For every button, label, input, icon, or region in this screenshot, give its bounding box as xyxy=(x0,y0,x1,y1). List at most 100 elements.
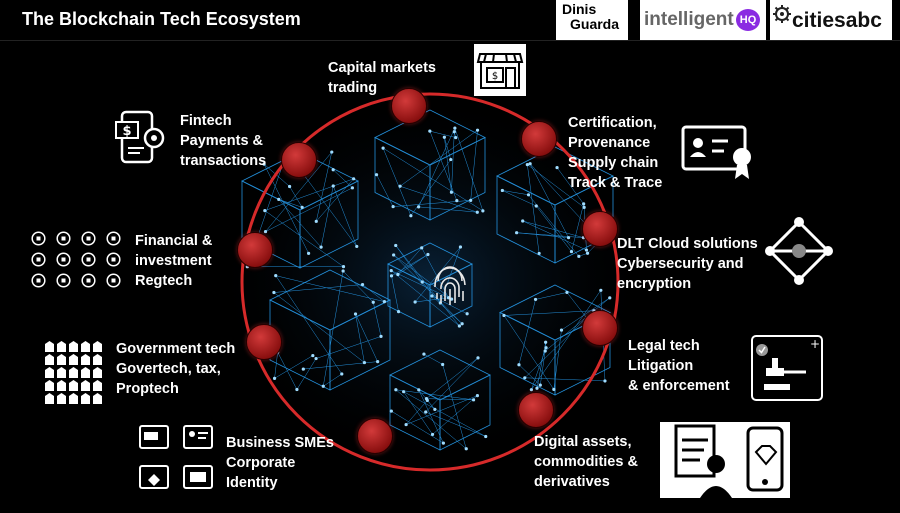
mini-building-icon xyxy=(69,344,78,352)
dinis-guarda-logo[interactable]: Dinis Guarda xyxy=(556,0,628,40)
mini-finance-icon-core xyxy=(111,236,116,241)
mini-building-roof xyxy=(81,367,90,370)
network-node-dot xyxy=(528,162,532,166)
network-link xyxy=(274,355,313,379)
node-legal-tech[interactable] xyxy=(582,310,618,346)
network-node-dot xyxy=(300,205,304,209)
network-link xyxy=(503,315,555,390)
intelligenthq-logo[interactable]: intelligent HQ xyxy=(640,0,766,40)
mini-finance-icon xyxy=(106,273,121,288)
node-dlt-cloud[interactable] xyxy=(582,211,618,247)
network-node-dot xyxy=(502,313,506,318)
network-link xyxy=(423,353,443,365)
network-link xyxy=(527,164,585,208)
network-link xyxy=(556,167,584,205)
network-link xyxy=(444,137,452,193)
network-link xyxy=(571,203,584,252)
mini-building-roof xyxy=(93,393,102,396)
network-node-dot xyxy=(442,135,446,139)
network-link xyxy=(415,297,449,303)
network-link xyxy=(274,352,278,379)
network-link xyxy=(451,131,455,193)
network-node-dot xyxy=(559,328,564,332)
network-link xyxy=(395,245,423,283)
network-node-dot xyxy=(428,129,432,133)
network-link xyxy=(395,389,474,401)
mini-building-icon xyxy=(57,357,66,365)
certificate-icon xyxy=(681,125,751,179)
network-node-dot xyxy=(476,356,480,360)
network-node-dot xyxy=(537,251,541,256)
mini-building-icon xyxy=(81,396,90,404)
network-node-dot xyxy=(381,146,385,150)
network-link xyxy=(403,391,486,437)
network-node-dot xyxy=(465,312,469,316)
node-fintech[interactable] xyxy=(281,142,317,178)
mini-finance-icon xyxy=(31,273,46,288)
network-node-dot xyxy=(475,393,480,398)
network-node-dot xyxy=(521,219,525,223)
network-link xyxy=(278,199,303,208)
network-node-dot xyxy=(382,300,386,304)
network-link xyxy=(432,395,478,435)
network-link xyxy=(503,310,594,316)
network-link xyxy=(315,336,382,359)
network-link xyxy=(429,130,456,138)
network-node-dot xyxy=(272,376,277,380)
network-link xyxy=(502,190,529,196)
network-node-dot xyxy=(319,245,323,249)
mini-building-roof xyxy=(93,367,102,370)
network-cube-face xyxy=(329,299,391,391)
node-certification[interactable] xyxy=(521,121,557,157)
network-node-dot xyxy=(350,186,355,190)
network-node-dot xyxy=(457,324,461,328)
mini-building-roof xyxy=(57,354,66,357)
node-government-tech[interactable] xyxy=(246,324,282,360)
network-node-dot xyxy=(535,386,539,390)
network-link xyxy=(421,247,449,298)
network-node-dot xyxy=(376,360,380,364)
network-node-dot xyxy=(425,398,429,402)
network-link xyxy=(431,295,463,324)
network-node-dot xyxy=(552,387,556,391)
network-node-dot xyxy=(454,135,458,140)
network-node-dot xyxy=(272,290,276,295)
network-node-dot xyxy=(515,231,519,235)
network-node-dot xyxy=(566,236,571,240)
network-node-dot xyxy=(544,346,548,350)
node-capital-markets[interactable] xyxy=(391,88,427,124)
node-business-smes[interactable] xyxy=(357,418,393,454)
mini-building-roof xyxy=(45,341,54,344)
node-digital-assets[interactable] xyxy=(518,392,554,428)
network-node-dot xyxy=(430,294,434,298)
network-node-dot xyxy=(331,184,335,188)
mini-building-icon xyxy=(81,344,90,352)
node-financial[interactable] xyxy=(237,232,273,268)
network-link xyxy=(395,389,467,449)
network-node-dot xyxy=(314,356,318,361)
mini-finance-icon xyxy=(31,252,46,267)
network-node-dot xyxy=(475,210,479,214)
network-link xyxy=(397,247,422,275)
network-link xyxy=(323,270,344,387)
network-link xyxy=(540,350,546,386)
mini-building-icon xyxy=(81,370,90,378)
network-link xyxy=(470,130,478,201)
network-link xyxy=(440,246,461,304)
mini-finance-icon-core xyxy=(86,278,91,283)
mini-finance-icon-core xyxy=(36,278,41,283)
mini-building-icon xyxy=(57,383,66,391)
mini-building-roof xyxy=(45,354,54,357)
citiesabc-logo[interactable]: citiesabc xyxy=(770,0,892,40)
mini-finance-icon-core xyxy=(111,278,116,283)
network-link xyxy=(391,410,444,444)
logo-cities-text: citiesabc xyxy=(792,9,882,32)
network-link xyxy=(454,128,484,211)
network-node-dot xyxy=(565,290,569,295)
government-buildings-icon xyxy=(45,341,102,404)
network-node-dot xyxy=(306,251,311,255)
network-node-dot xyxy=(543,349,547,353)
